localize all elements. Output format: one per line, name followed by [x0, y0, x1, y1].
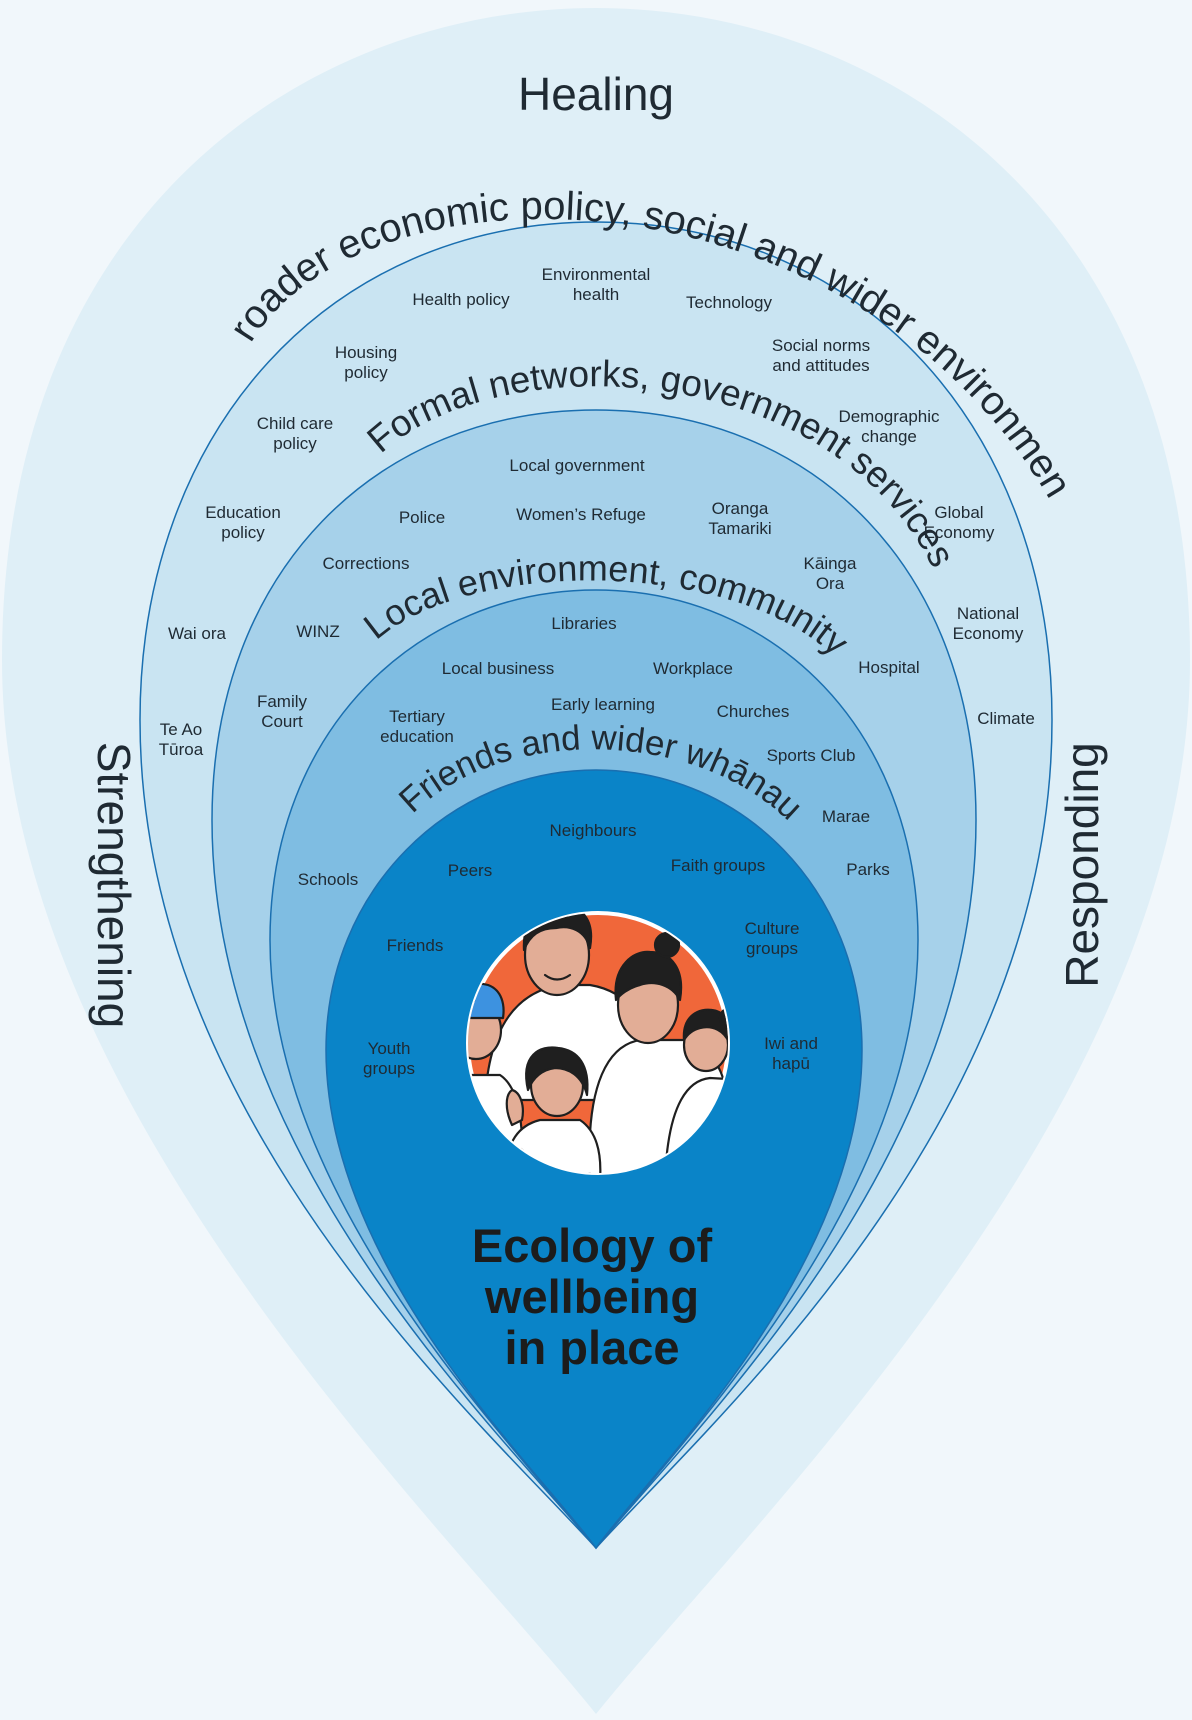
label-responding: Responding — [1056, 742, 1108, 988]
label-healing: Healing — [518, 68, 674, 120]
item-winz: WINZ — [296, 622, 339, 641]
item-environmental: Environmental — [542, 265, 651, 284]
item-education: Education — [205, 503, 281, 522]
item-and-attitudes: and attitudes — [772, 356, 869, 375]
item-local-government: Local government — [509, 456, 644, 475]
center-title-line-3: in place — [504, 1321, 679, 1374]
item-family: Family — [257, 692, 308, 711]
center-title-line-1: Ecology of — [472, 1219, 713, 1272]
item-oranga: Oranga — [712, 499, 769, 518]
item-climate: Climate — [977, 709, 1035, 728]
item-sports-club: Sports Club — [767, 746, 856, 765]
item-tamariki: Tamariki — [708, 519, 771, 538]
item-iwi: Iwi and — [764, 1034, 818, 1053]
item-youth-groups: groups — [363, 1059, 415, 1078]
item-hospital: Hospital — [858, 658, 919, 677]
item-faith-groups: Faith groups — [671, 856, 766, 875]
item-housing: Housing — [335, 343, 397, 362]
item-demographic-change: change — [861, 427, 917, 446]
item-peers: Peers — [448, 861, 492, 880]
item-neighbours: Neighbours — [550, 821, 637, 840]
item-global: Global — [934, 503, 983, 522]
item-tertiary: Tertiary — [389, 707, 445, 726]
item-demographic: Demographic — [838, 407, 940, 426]
label-strengthening: Strengthening — [88, 742, 140, 1028]
item-child-care: Child care — [257, 414, 334, 433]
item-child-care-policy: policy — [273, 434, 317, 453]
item-national: National — [957, 604, 1019, 623]
item-kainga-ora: Ora — [816, 574, 845, 593]
item-technology: Technology — [686, 293, 773, 312]
item-parks: Parks — [846, 860, 889, 879]
item-corrections: Corrections — [323, 554, 410, 573]
item-kainga: Kāinga — [804, 554, 857, 573]
item-marae: Marae — [822, 807, 870, 826]
item-social-norms: Social norms — [772, 336, 870, 355]
item-national-economy: Economy — [953, 624, 1024, 643]
item-schools: Schools — [298, 870, 358, 889]
center-title-line-2: wellbeing — [484, 1270, 699, 1323]
item-hapu: hapū — [772, 1054, 810, 1073]
item-environmental-health: health — [573, 285, 619, 304]
item-workplace: Workplace — [653, 659, 733, 678]
item-health-policy: Health policy — [412, 290, 510, 309]
item-libraries: Libraries — [551, 614, 616, 633]
item-family-court: Court — [261, 712, 303, 731]
item-te-ao: Te Ao — [160, 720, 203, 739]
item-friends: Friends — [387, 936, 444, 955]
item-womens-refuge: Women’s Refuge — [516, 505, 646, 524]
item-turoa: Tūroa — [159, 740, 204, 759]
item-global-economy: Economy — [924, 523, 995, 542]
item-youth: Youth — [368, 1039, 411, 1058]
item-education-policy: policy — [221, 523, 265, 542]
item-culture-groups: groups — [746, 939, 798, 958]
item-housing-policy: policy — [344, 363, 388, 382]
item-culture: Culture — [745, 919, 800, 938]
item-churches: Churches — [717, 702, 790, 721]
item-police: Police — [399, 508, 445, 527]
item-tertiary-education: education — [380, 727, 454, 746]
item-local-business: Local business — [442, 659, 554, 678]
item-early-learning: Early learning — [551, 695, 655, 714]
item-wai-ora: Wai ora — [168, 624, 226, 643]
